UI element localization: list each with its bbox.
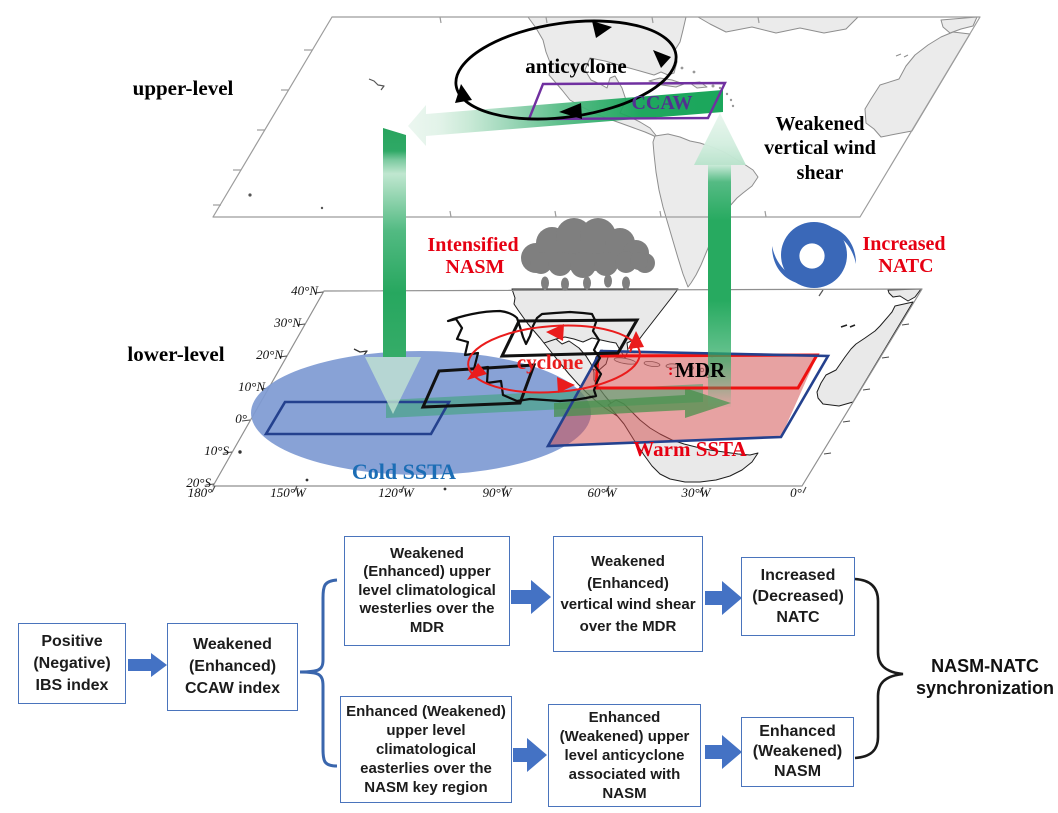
- svg-text:40°N: 40°N: [291, 283, 319, 298]
- svg-text:cyclone: cyclone: [517, 350, 583, 374]
- svg-text:NASM: NASM: [446, 256, 505, 278]
- svg-text:20°N: 20°N: [256, 347, 284, 362]
- svg-text:0°: 0°: [235, 411, 247, 426]
- svg-text:Intensified: Intensified: [427, 234, 518, 256]
- svg-text:10°N: 10°N: [238, 379, 266, 394]
- svg-text:90°W: 90°W: [482, 485, 512, 500]
- svg-text:anticyclone: anticyclone: [525, 54, 626, 78]
- svg-text:CCAW: CCAW: [631, 92, 692, 114]
- svg-text:180°: 180°: [188, 485, 213, 500]
- svg-text:30°W: 30°W: [680, 485, 711, 500]
- svg-text:30°N: 30°N: [273, 315, 302, 330]
- svg-text:shear: shear: [797, 162, 844, 184]
- svg-text:MDR: MDR: [675, 358, 726, 382]
- svg-text:0°: 0°: [790, 485, 802, 500]
- svg-text:20°S: 20°S: [186, 475, 211, 490]
- svg-text::: :: [668, 362, 673, 379]
- svg-text:Increased: Increased: [863, 233, 946, 255]
- svg-text:60°W: 60°W: [587, 485, 617, 500]
- svg-text:10°S: 10°S: [204, 443, 229, 458]
- svg-text:upper-level: upper-level: [133, 76, 234, 100]
- svg-text:150°W: 150°W: [270, 485, 307, 500]
- svg-text:Cold SSTA: Cold SSTA: [352, 459, 456, 484]
- svg-text:Warm SSTA: Warm SSTA: [633, 437, 747, 461]
- svg-text:lower-level: lower-level: [127, 342, 224, 366]
- svg-text:Weakened: Weakened: [776, 113, 865, 135]
- svg-text:120°W: 120°W: [378, 485, 415, 500]
- svg-text:vertical wind: vertical wind: [764, 137, 876, 159]
- svg-text:NATC: NATC: [878, 255, 933, 277]
